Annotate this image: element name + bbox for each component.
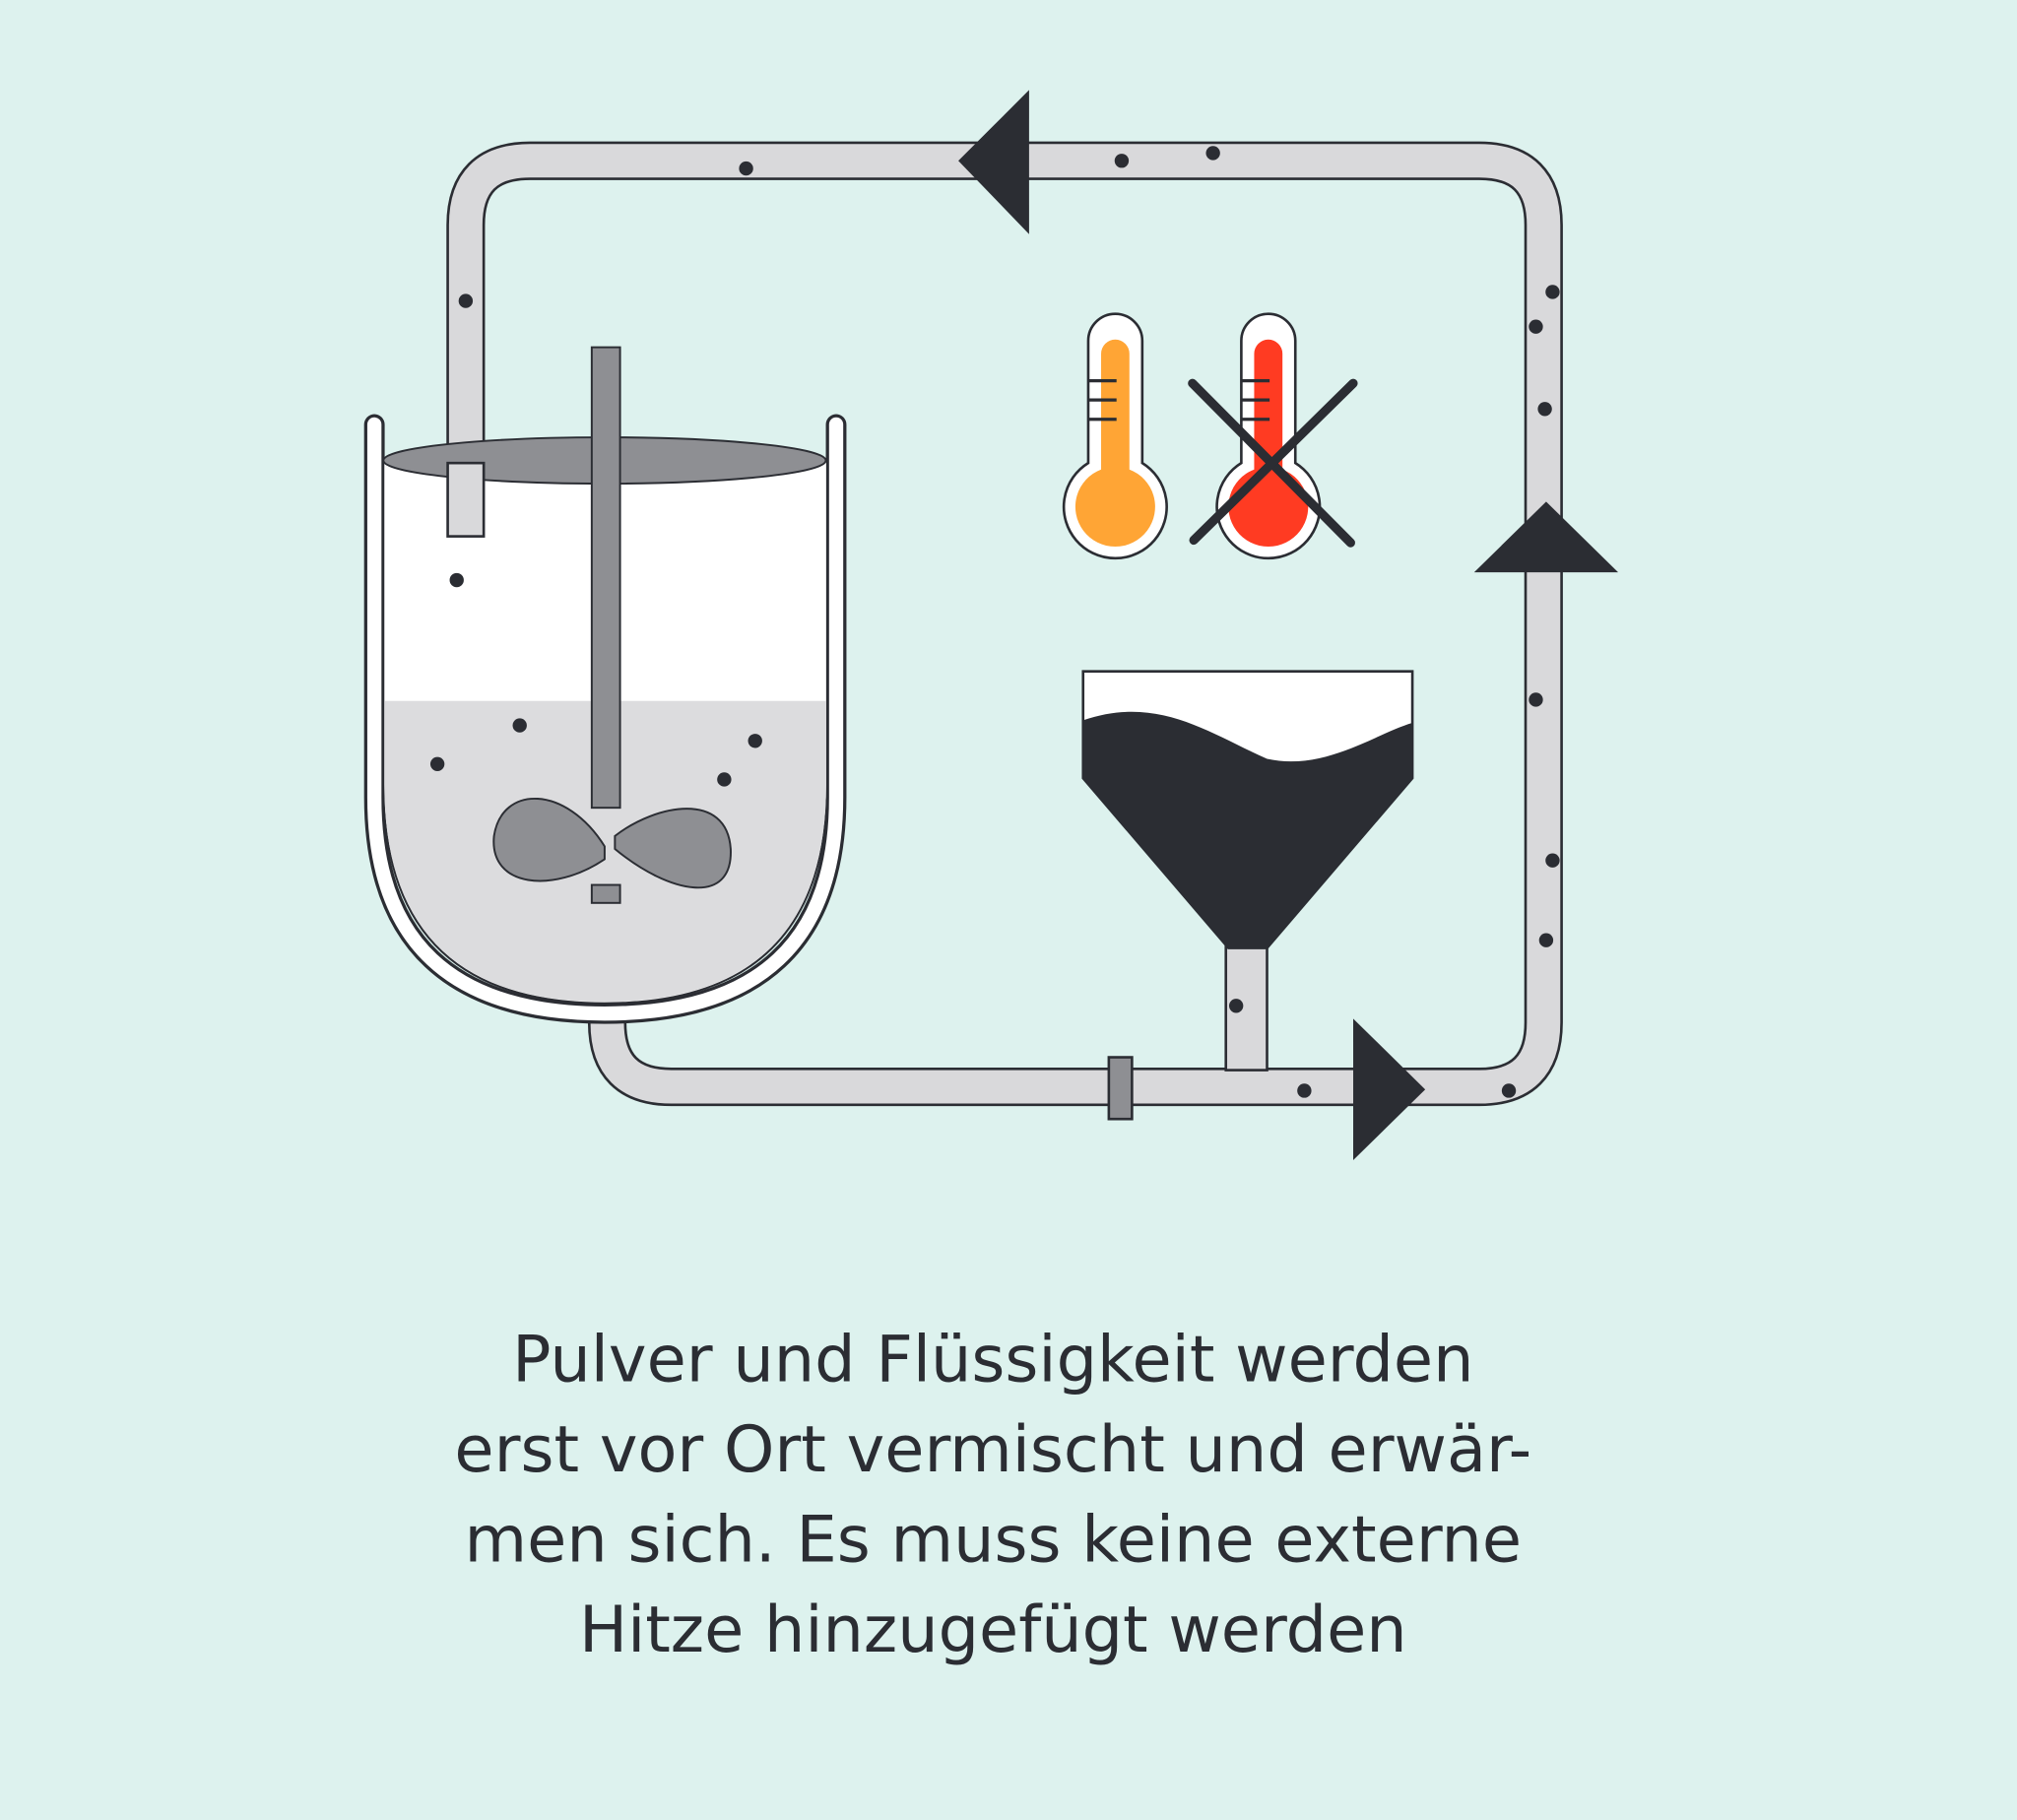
caption-line: men sich. Es muss keine externe [465, 1502, 1523, 1577]
stirrer-shaft [590, 346, 621, 810]
arrow-right-icon [1353, 1018, 1426, 1161]
particles [429, 146, 1560, 1098]
pipe-coupling [1107, 1056, 1134, 1121]
cross-out-icon [1188, 378, 1358, 548]
powder-hopper [1081, 670, 1414, 1072]
caption-line: erst vor Ort vermischt und erwär- [454, 1412, 1531, 1487]
inlet-pipe-end [446, 461, 486, 538]
mixing-tank [363, 346, 847, 1024]
circulation-pipe [446, 141, 1563, 1107]
stirrer-blade [492, 798, 606, 882]
caption: Pulver und Flüssigkeit werden erst vor O… [454, 1323, 1531, 1667]
arrow-left-icon [958, 90, 1029, 234]
arrow-up-icon [1473, 501, 1619, 573]
caption-line: Hitze hinzugefügt werden [579, 1592, 1407, 1667]
stirrer-blade [614, 808, 732, 889]
thermometer-warm-icon [1062, 312, 1168, 560]
caption-line: Pulver und Flüssigkeit werden [512, 1323, 1473, 1398]
